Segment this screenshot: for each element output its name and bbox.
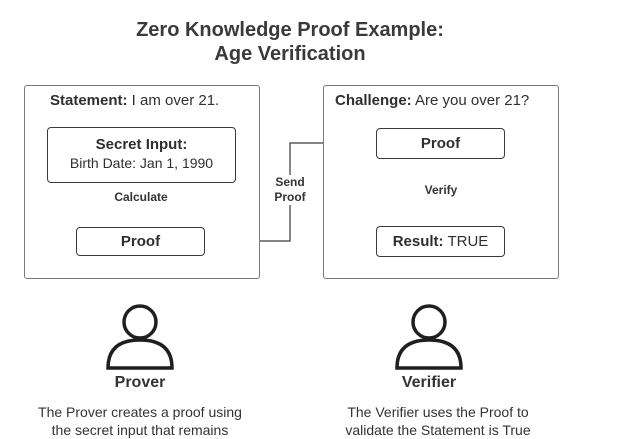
statement-heading: Statement: I am over 21. bbox=[50, 92, 219, 110]
prover-description-line-1: The Prover creates a proof using bbox=[38, 404, 242, 420]
verify-label: Verify bbox=[411, 183, 471, 198]
verifier-person-icon bbox=[395, 304, 463, 370]
prover-proof-label: Proof bbox=[120, 233, 161, 250]
prover-description-line-2: the secret input that remains bbox=[51, 422, 229, 438]
title-line-2: Age Verification bbox=[214, 43, 366, 65]
secret-input-value: Birth Date: Jan 1, 1990 bbox=[69, 155, 214, 171]
title-line-1: Zero Knowledge Proof Example: bbox=[136, 19, 444, 41]
send-proof-line-1: Send bbox=[275, 175, 305, 189]
challenge-label: Challenge: bbox=[335, 92, 412, 109]
statement-label: Statement: bbox=[50, 92, 128, 109]
statement-text: I am over 21. bbox=[127, 92, 220, 109]
verifier-description-line-1: The Verifier uses the Proof to bbox=[347, 404, 529, 420]
calculate-label: Calculate bbox=[101, 190, 181, 205]
verifier-description-line-2: validate the Statement is True bbox=[345, 422, 531, 438]
result-label: Result: bbox=[392, 233, 444, 250]
challenge-text: Are you over 21? bbox=[411, 92, 530, 109]
send-proof-label: Send Proof bbox=[262, 175, 318, 205]
verifier-name: Verifier bbox=[401, 374, 457, 391]
verifier-description: The Verifier uses the Proof to validate … bbox=[320, 403, 556, 439]
prover-name: Prover bbox=[114, 374, 166, 391]
challenge-heading: Challenge: Are you over 21? bbox=[335, 92, 529, 110]
secret-input-box: Secret Input: Birth Date: Jan 1, 1990 bbox=[47, 127, 236, 183]
prover-proof-box: Proof bbox=[76, 227, 205, 256]
send-proof-line-2: Proof bbox=[274, 190, 306, 204]
secret-input-title: Secret Input: bbox=[95, 136, 188, 153]
verifier-proof-box: Proof bbox=[376, 128, 505, 159]
verifier-proof-label: Proof bbox=[420, 135, 461, 152]
result-text: Result: TRUE bbox=[377, 233, 504, 251]
prover-person-icon bbox=[106, 304, 174, 370]
result-value: TRUE bbox=[443, 233, 489, 250]
diagram-title: Zero Knowledge Proof Example: Age Verifi… bbox=[0, 18, 580, 66]
result-box: Result: TRUE bbox=[376, 226, 505, 257]
prover-description: The Prover creates a proof using the sec… bbox=[22, 403, 258, 439]
